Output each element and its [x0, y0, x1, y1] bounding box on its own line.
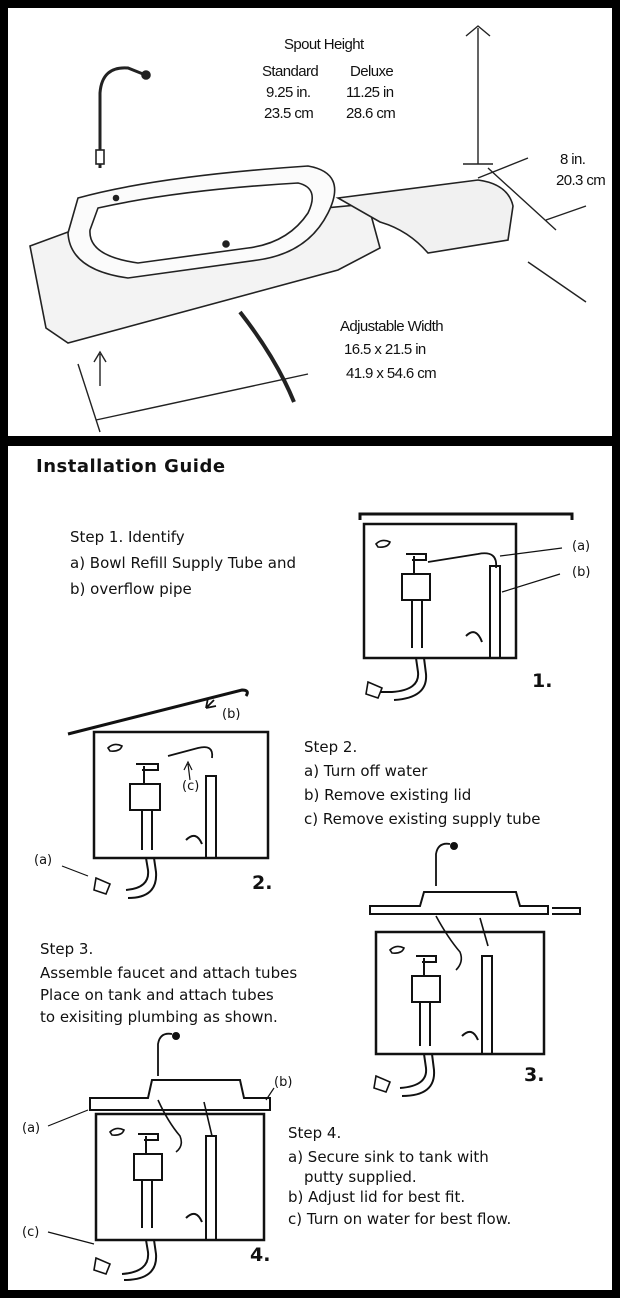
installation-diagrams: [47, 512, 581, 1281]
step4-item-c: c) Turn on water for best flow.: [288, 1210, 512, 1228]
step2-tag-b: (b): [222, 707, 241, 722]
step4-tag-c: (c): [22, 1225, 40, 1240]
sink-product-illustration: [29, 25, 587, 433]
step1-tag-b: (b): [572, 565, 591, 580]
spout-height-title: Spout Height: [284, 36, 364, 53]
width-cm: 41.9 x 54.6 cm: [346, 365, 437, 382]
step3-heading: Step 3.: [40, 940, 94, 958]
guide-title: Installation Guide: [36, 456, 226, 477]
step2-tank-diagram: [61, 688, 270, 899]
deluxe-height-cm: 28.6 cm: [346, 105, 396, 122]
step3-tank-diagram: [369, 842, 581, 1097]
standard-height-cm: 23.5 cm: [264, 105, 314, 122]
step4-item-b: b) Adjust lid for best fit.: [288, 1188, 466, 1206]
standard-label: Standard: [262, 63, 319, 80]
deluxe-label: Deluxe: [350, 63, 394, 80]
installation-guide-panel: Installation Guide Step 1. Identify a) B…: [8, 446, 612, 1290]
standard-height-in: 9.25 in.: [266, 84, 311, 101]
step4-heading: Step 4.: [288, 1124, 342, 1142]
adjustable-width-title: Adjustable Width: [340, 318, 444, 335]
step2-tag-a: (a): [34, 853, 53, 868]
step4-item-a-line2: putty supplied.: [304, 1168, 417, 1186]
step4-tank-diagram: [47, 1032, 275, 1281]
step3-line3: to exisiting plumbing as shown.: [40, 1008, 278, 1026]
step4-number: 4.: [250, 1244, 271, 1266]
step1-item-b: b) overflow pipe: [70, 580, 192, 598]
depth-in: 8 in.: [560, 151, 586, 168]
step1-heading: Step 1. Identify: [70, 528, 185, 546]
step1-number: 1.: [532, 670, 553, 692]
depth-cm: 20.3 cm: [556, 172, 606, 189]
deluxe-height-in: 11.25 in: [346, 84, 394, 101]
step2-tag-c: (c): [182, 779, 200, 794]
step2-item-a: a) Turn off water: [304, 762, 428, 780]
step2-item-c: c) Remove existing supply tube: [304, 810, 541, 828]
step1-item-a: a) Bowl Refill Supply Tube and: [70, 554, 297, 572]
step4-tag-b: (b): [274, 1075, 293, 1090]
step3-line1: Assemble faucet and attach tubes: [40, 964, 298, 982]
product-dimensions-panel: Spout Height Standard Deluxe 9.25 in. 11…: [8, 8, 612, 436]
step2-number: 2.: [252, 872, 273, 894]
step1-tank-diagram: [358, 512, 574, 701]
step3-line2: Place on tank and attach tubes: [40, 986, 274, 1004]
step2-item-b: b) Remove existing lid: [304, 786, 472, 804]
step4-tag-a: (a): [22, 1121, 41, 1136]
step1-tag-a: (a): [572, 539, 591, 554]
step4-item-a-line1: a) Secure sink to tank with: [288, 1148, 489, 1166]
step2-heading: Step 2.: [304, 738, 358, 756]
step3-number: 3.: [524, 1064, 545, 1086]
width-in: 16.5 x 21.5 in: [344, 341, 426, 358]
